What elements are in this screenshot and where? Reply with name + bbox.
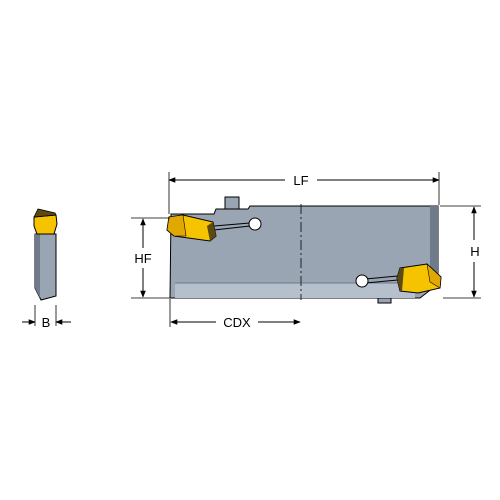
side-view: B: [22, 208, 71, 330]
top-clamp-hole: [248, 217, 262, 231]
side-view-insert-top: [33, 208, 57, 218]
dimension-b-label: B: [42, 315, 51, 330]
insert-bottom-right: [396, 263, 442, 294]
dimension-lf: LF: [168, 172, 440, 214]
dimension-cdx-label: CDX: [223, 315, 251, 330]
top-stud: [224, 196, 240, 210]
dimension-h: H: [440, 205, 481, 299]
dimension-cdx: CDX: [169, 299, 301, 330]
side-view-blade-shade: [35, 234, 40, 298]
dimension-hf: HF: [131, 217, 170, 299]
right-shade: [430, 206, 438, 284]
insert-top-left: [166, 214, 217, 242]
bottom-rail: [175, 283, 415, 298]
main-view: [166, 196, 442, 304]
side-view-insert: [33, 214, 58, 235]
dimension-hf-label: HF: [134, 251, 151, 266]
bottom-clamp-hole: [355, 274, 369, 288]
dimension-lf-label: LF: [293, 173, 308, 188]
dimension-h-label: H: [470, 244, 479, 259]
